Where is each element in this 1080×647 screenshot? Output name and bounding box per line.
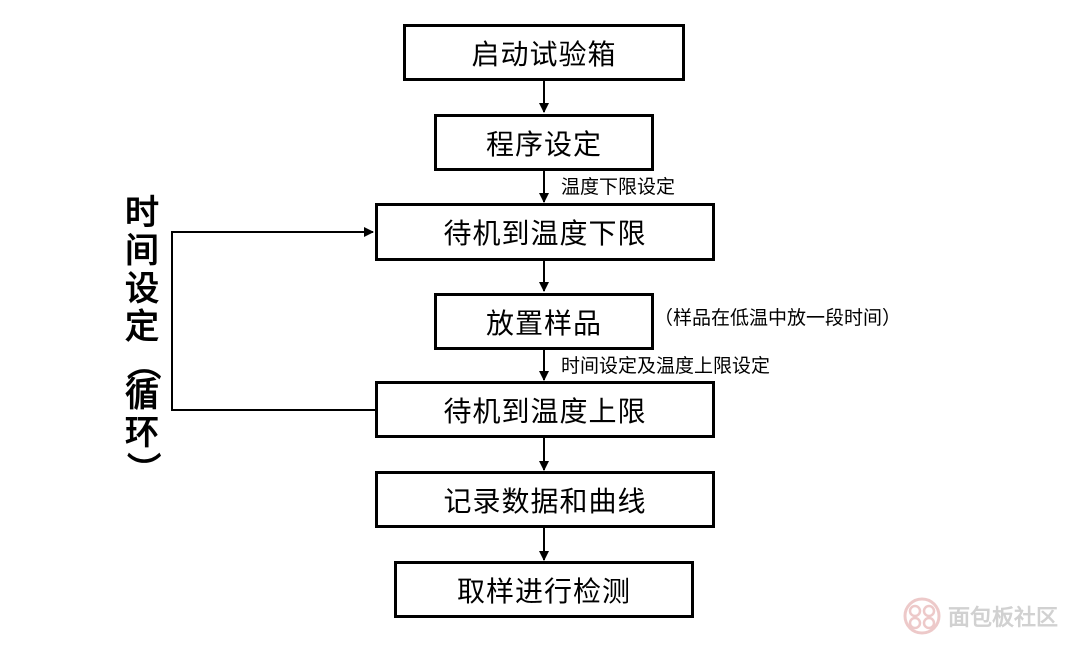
- step-sample-box: 取样进行检测: [394, 561, 694, 618]
- loop-label-char: 间: [125, 231, 159, 271]
- step-program-box: 程序设定: [434, 114, 654, 171]
- loop-label-char: 定: [125, 307, 159, 347]
- loop-label-char: 环: [125, 413, 159, 453]
- note-place: （样品在低温中放一段时间）: [654, 307, 902, 329]
- loop-back-arrow: [171, 227, 376, 411]
- step-start-box: 启动试验箱: [403, 24, 685, 81]
- loop-label-char: 循: [125, 375, 159, 415]
- step-place-box: 放置样品: [434, 293, 654, 350]
- loop-label-open-paren: （: [122, 346, 162, 380]
- watermark: 面包板社区: [902, 596, 1058, 636]
- loop-label: 时 间 设 定 （ 循 环 ）: [120, 193, 164, 486]
- step-record-box: 记录数据和曲线: [375, 471, 715, 528]
- step-wait-upper-box: 待机到温度上限: [375, 381, 715, 438]
- loop-label-char: 设: [125, 269, 159, 309]
- logo-icon: [903, 597, 941, 635]
- loop-label-char: 时: [125, 193, 159, 233]
- loop-label-close-paren: ）: [122, 452, 162, 486]
- note-lower-setting: 温度下限设定: [561, 176, 676, 198]
- watermark-text: 面包板社区: [948, 606, 1059, 631]
- step-wait-lower-box: 待机到温度下限: [375, 203, 715, 261]
- note-upper-setting: 时间设定及温度上限设定: [561, 355, 771, 377]
